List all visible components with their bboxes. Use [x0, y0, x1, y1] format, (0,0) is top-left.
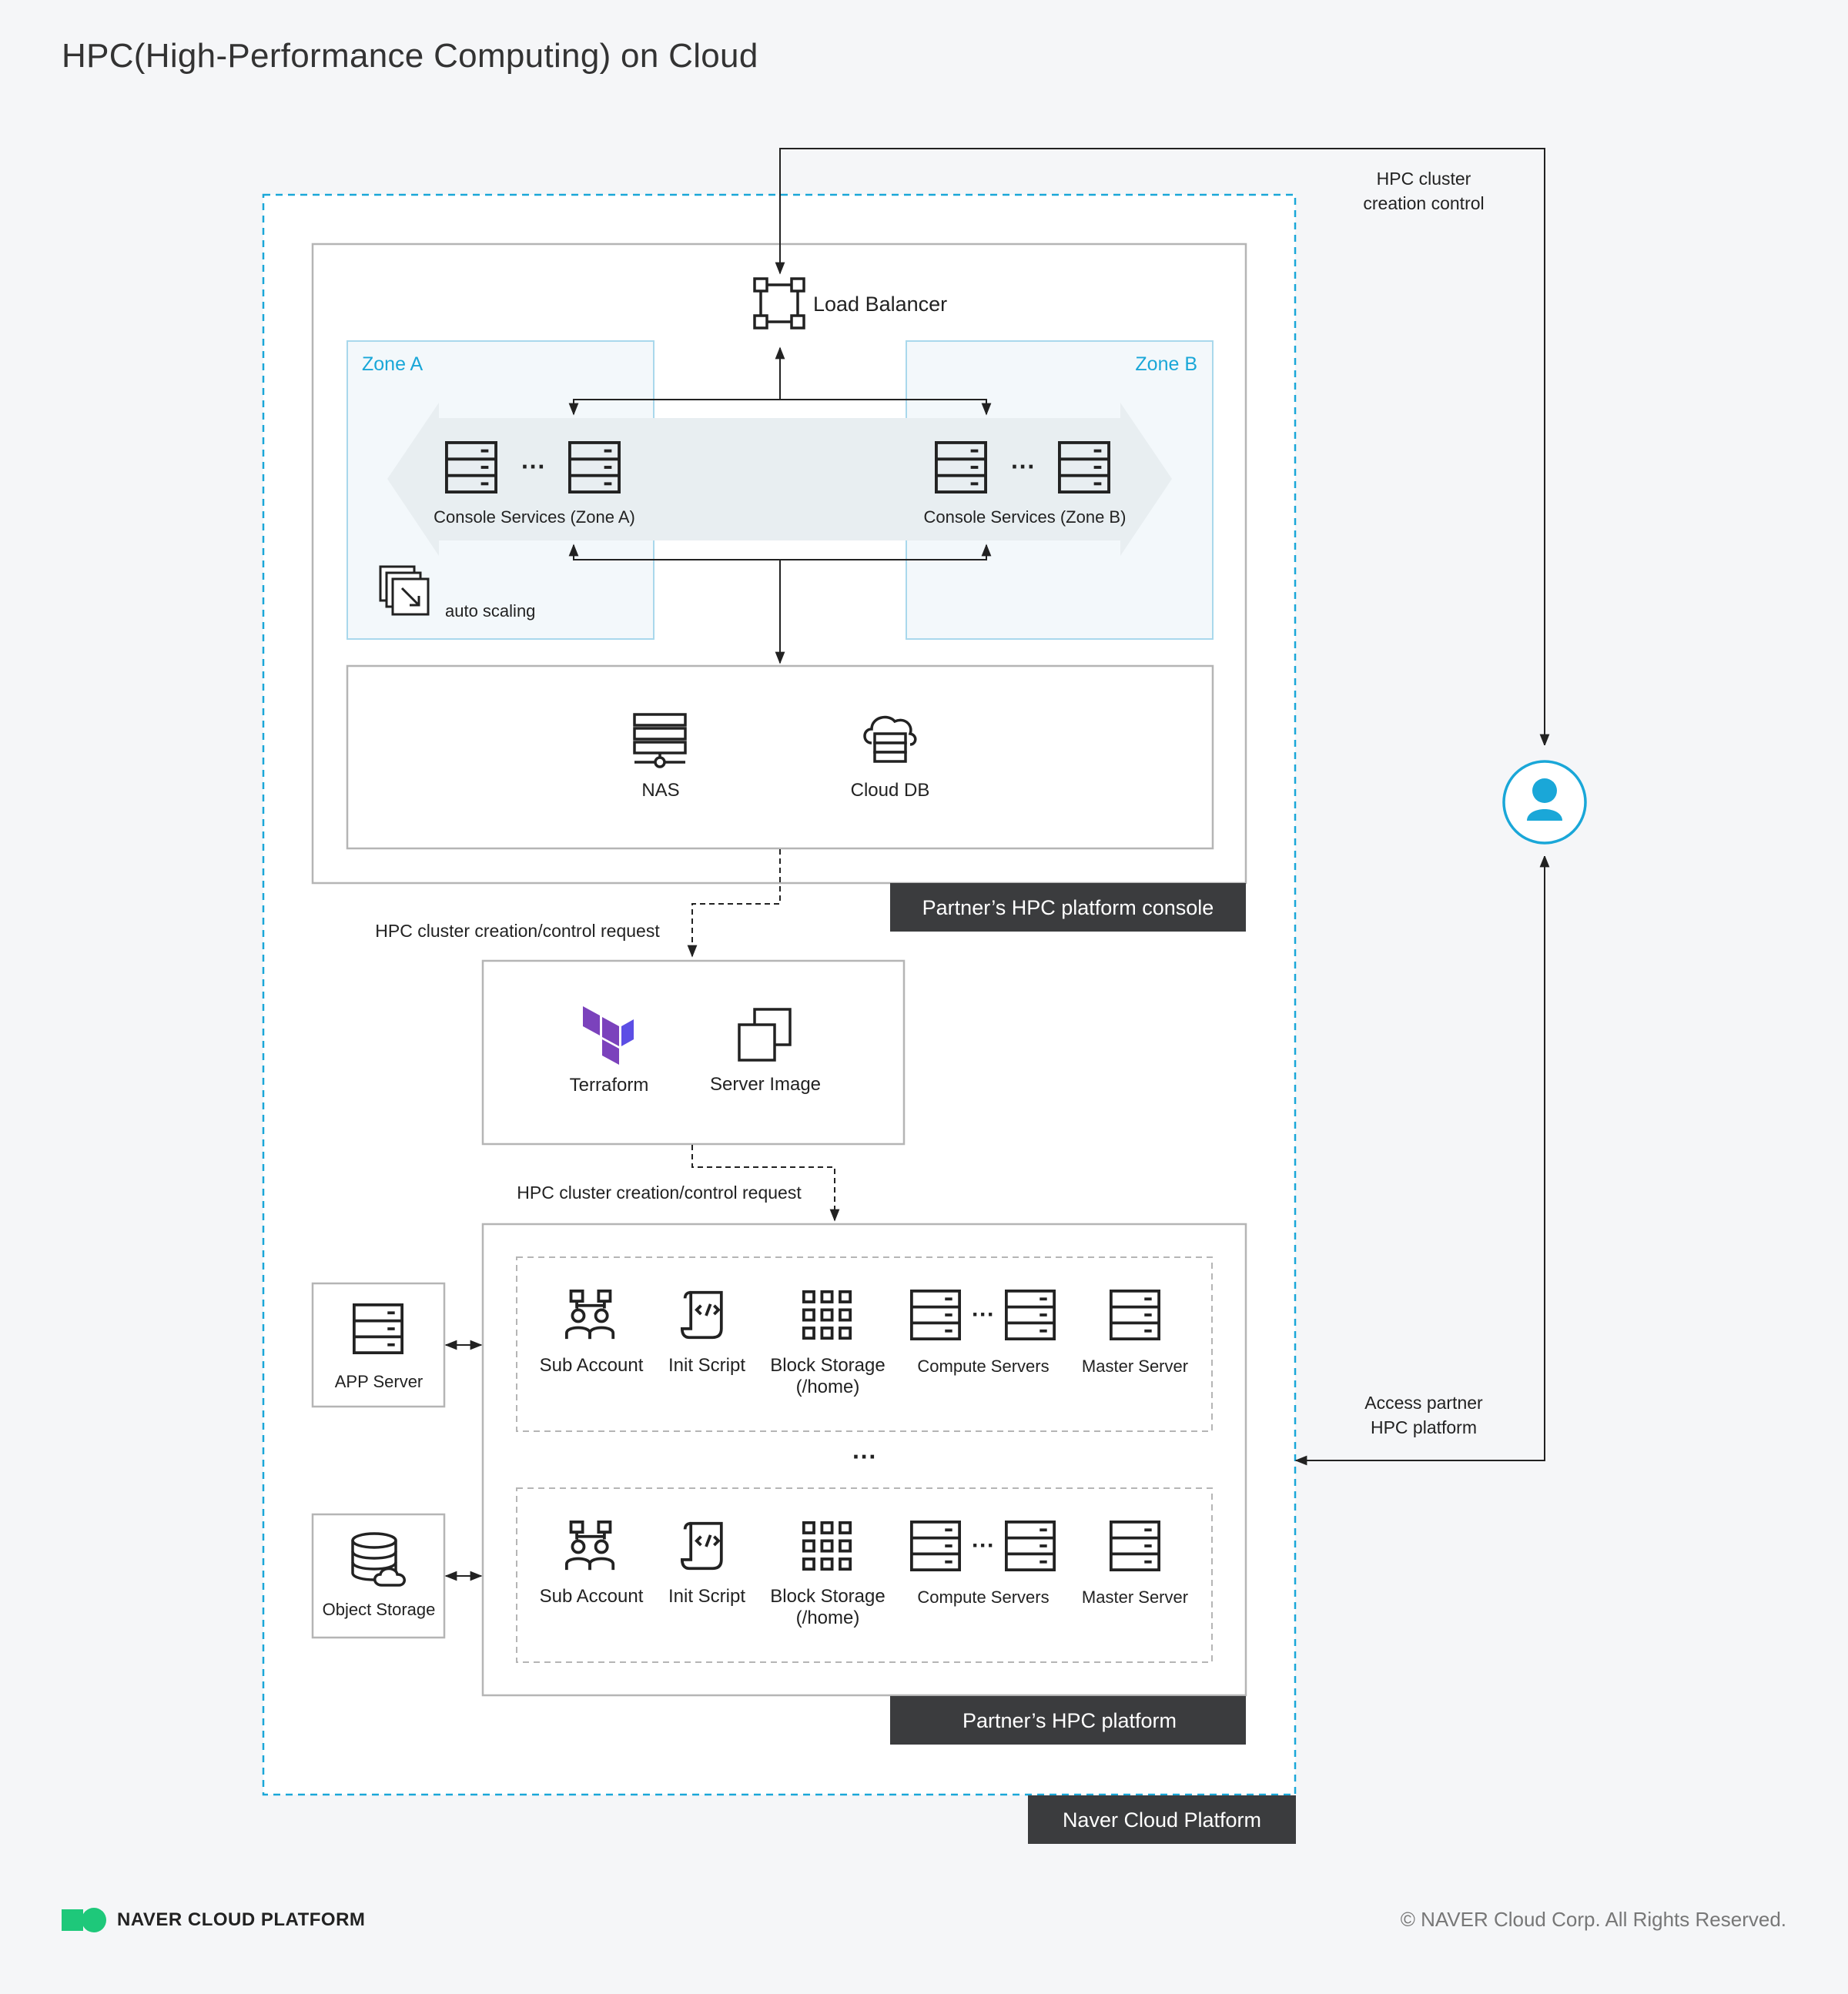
compute-ellipsis: ···: [972, 1533, 995, 1558]
block-storage-path-label: (/home): [796, 1608, 860, 1628]
console-tag-label: Partner’s HPC platform console: [922, 896, 1214, 919]
compute-servers-label: Compute Servers: [917, 1588, 1049, 1607]
console-services-a-label: Console Services (Zone A): [434, 507, 635, 527]
compute-servers-label: Compute Servers: [917, 1357, 1049, 1376]
user-note-bottom-2: HPC platform: [1371, 1417, 1477, 1437]
footer-logo: NAVER CLOUD PLATFORM: [62, 1908, 365, 1932]
user-note-top-1: HPC cluster: [1377, 169, 1471, 189]
page-title: HPC(High-Performance Computing) on Cloud: [62, 37, 758, 75]
master-server-label: Master Server: [1082, 1357, 1188, 1376]
load-balancer-label: Load Balancer: [813, 293, 947, 316]
platform-tag-label: Partner’s HPC platform: [962, 1709, 1177, 1732]
user-icon: [1527, 778, 1562, 821]
ncp-tag: [1028, 1795, 1296, 1844]
user-note-top-2: creation control: [1363, 193, 1484, 213]
sub-account-label: Sub Account: [540, 1355, 644, 1376]
sub-account-label: Sub Account: [540, 1586, 644, 1607]
zone-b-label: Zone B: [1135, 353, 1197, 375]
compute-ellipsis: ···: [972, 1302, 995, 1327]
ellipsis-a: ···: [521, 453, 546, 480]
console-tag: [890, 883, 1246, 932]
storage-box: [346, 664, 1214, 850]
zone-a-label: Zone A: [362, 353, 424, 375]
console-services-b-label: Console Services (Zone B): [924, 507, 1127, 527]
init-script-label: Init Script: [668, 1586, 745, 1607]
init-script-label: Init Script: [668, 1355, 745, 1376]
terraform-label: Terraform: [570, 1075, 649, 1096]
cluster-group: [516, 1256, 1213, 1432]
footer-brand: NAVER CLOUD PLATFORM: [117, 1909, 366, 1930]
request-label-2: HPC cluster creation/control request: [517, 1183, 802, 1203]
ncp-tag-label: Naver Cloud Platform: [1063, 1808, 1261, 1832]
cloud-db-label: Cloud DB: [851, 780, 930, 801]
ellipsis-b: ···: [1011, 453, 1036, 480]
app-server-label: APP Server: [335, 1372, 424, 1391]
console-services-band: [387, 403, 1172, 556]
block-storage-label: Block Storage: [770, 1586, 885, 1607]
clusters-ellipsis: ···: [852, 1443, 877, 1470]
object-storage-label: Object Storage: [323, 1600, 436, 1619]
request-label-1: HPC cluster creation/control request: [375, 921, 660, 941]
cluster-group: [516, 1487, 1213, 1663]
object-storage-icon: [351, 1532, 406, 1587]
server-image-label: Server Image: [710, 1074, 821, 1095]
server-image-icon: [738, 1008, 792, 1062]
platform-tag: [890, 1696, 1246, 1745]
naver-logo-icon: [62, 1908, 106, 1932]
auto-scaling-label: auto scaling: [445, 601, 535, 621]
auto-scaling-icon: [379, 565, 430, 616]
nas-icon: [633, 713, 687, 768]
master-server-label: Master Server: [1082, 1588, 1188, 1607]
user-note-bottom-1: Access partner: [1364, 1393, 1483, 1413]
footer-copyright: © NAVER Cloud Corp. All Rights Reserved.: [1400, 1908, 1786, 1931]
terraform-icon: [583, 1006, 634, 1065]
nas-label: NAS: [641, 780, 679, 801]
block-storage-path-label: (/home): [796, 1377, 860, 1397]
block-storage-label: Block Storage: [770, 1355, 885, 1376]
terraform-box: [481, 959, 906, 1146]
